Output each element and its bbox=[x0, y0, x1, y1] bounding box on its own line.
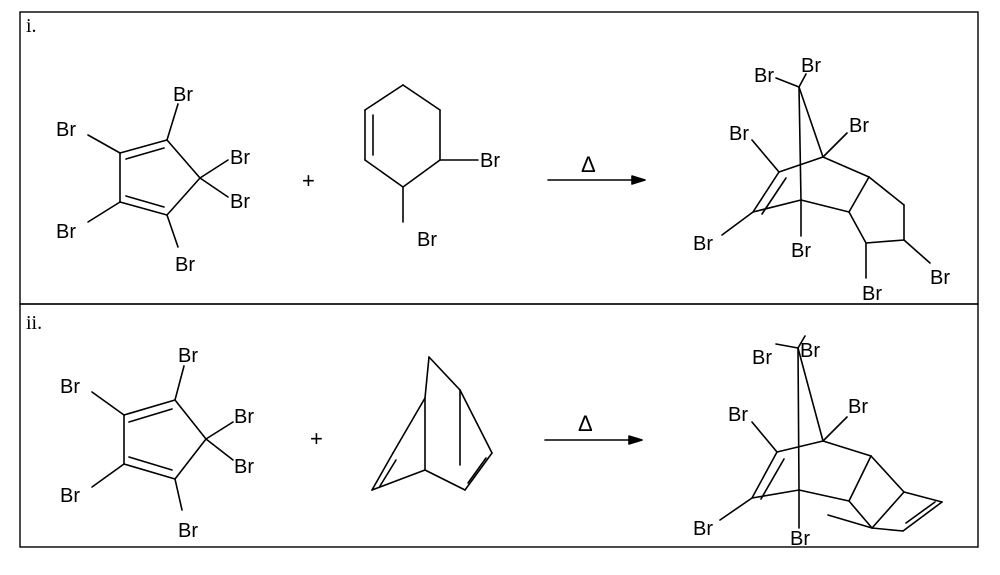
panel-ii-product-br-3: Br bbox=[728, 404, 748, 426]
panel-i-diene: Br Br Br Br Br Br bbox=[56, 84, 250, 276]
panel-i-dienophile: Br Br bbox=[364, 84, 500, 251]
panel-ii-product-br-1: Br bbox=[752, 347, 772, 369]
panel-i-product: Br Br Br Br Br Br Br Br bbox=[693, 55, 950, 305]
panel-ii-reaction-arrow bbox=[544, 435, 643, 445]
panel-ii-diene-br-2: Br bbox=[178, 345, 198, 367]
panel-ii-product-br-2: Br bbox=[800, 340, 820, 362]
panel-ii-diene-br-4: Br bbox=[234, 456, 254, 478]
panel-i-product-br-4: Br bbox=[849, 115, 869, 137]
panel-ii-plus: + bbox=[310, 426, 323, 451]
panel-i-product-br-3: Br bbox=[729, 123, 749, 145]
panel-i-product-br-7: Br bbox=[862, 283, 882, 305]
panel-ii-frame bbox=[19, 303, 979, 548]
panel-i-product-br-1: Br bbox=[754, 65, 774, 87]
panel-i-product-br-8: Br bbox=[930, 267, 950, 289]
panel-i-plus: + bbox=[302, 168, 315, 193]
panel-ii-product-br-6: Br bbox=[790, 528, 810, 550]
panel-i-reaction-arrow bbox=[547, 175, 646, 185]
panel-ii-diene-br-5: Br bbox=[60, 485, 80, 507]
panel-ii-product: Br Br Br Br Br Br bbox=[693, 335, 943, 550]
panel-i-diene-br-3: Br bbox=[230, 147, 250, 169]
panel-i-heat-label: Δ bbox=[581, 152, 596, 177]
panel-i-diene-br-4: Br bbox=[230, 191, 250, 213]
panel-ii-diene-br-3: Br bbox=[234, 406, 254, 428]
panel-i-product-br-6: Br bbox=[791, 240, 811, 262]
panel-ii-heat-label: Δ bbox=[578, 411, 593, 436]
panel-ii-diene-br-6: Br bbox=[178, 520, 198, 542]
panel-ii-diene-br-1: Br bbox=[60, 376, 80, 398]
panel-i-dienophile-br-1: Br bbox=[480, 150, 500, 172]
panel-i-diene-br-6: Br bbox=[175, 254, 195, 276]
panel-i-dienophile-br-2: Br bbox=[417, 229, 437, 251]
panel-i-diene-br-2: Br bbox=[173, 84, 193, 106]
panel-ii-product-br-4: Br bbox=[848, 396, 868, 418]
panel-i-product-br-5: Br bbox=[693, 233, 713, 255]
panel-ii-label: ii. bbox=[26, 312, 42, 334]
panel-ii-product-br-5: Br bbox=[693, 518, 713, 540]
panel-ii-diene: Br Br Br Br Br Br bbox=[60, 345, 254, 542]
panel-i-product-br-2: Br bbox=[801, 55, 821, 77]
panel-ii-dienophile bbox=[371, 356, 493, 491]
panel-i-label: i. bbox=[26, 15, 37, 37]
panel-i-diene-br-5: Br bbox=[56, 221, 76, 243]
panel-i-diene-br-1: Br bbox=[56, 119, 76, 141]
